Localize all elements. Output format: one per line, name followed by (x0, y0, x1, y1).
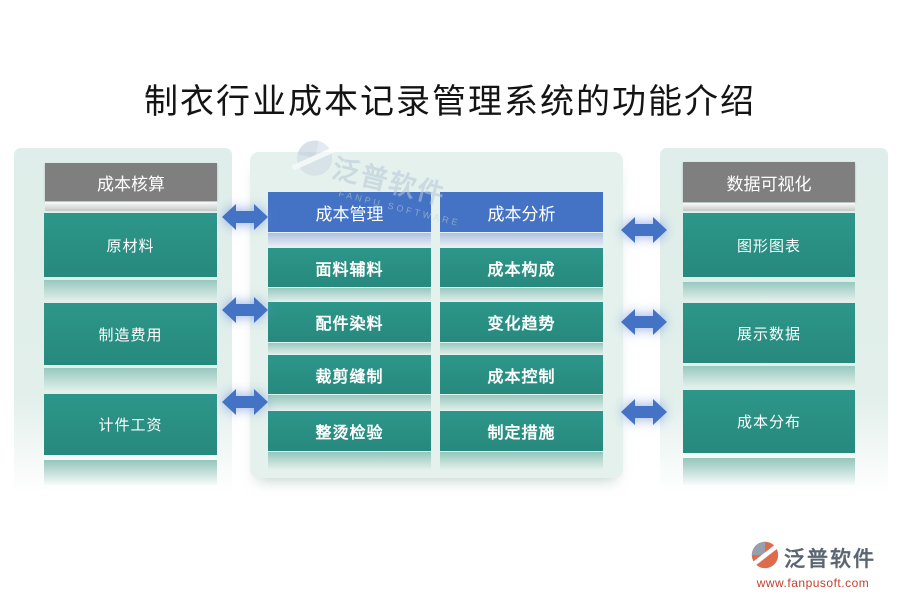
reflection-strip (440, 233, 603, 247)
footer-website: www.fanpusoft.com (756, 576, 870, 590)
reflection-strip (44, 280, 217, 300)
reflection-strip (683, 282, 855, 300)
right-panel-header: 数据可视化 (683, 162, 855, 202)
reflection-strip (440, 395, 603, 410)
cost-management-panel: 成本管理 面料辅料 配件染料 裁剪缝制 整烫检验 成本分析 成本构成 变化趋势 … (250, 152, 623, 478)
reflection-strip (440, 288, 603, 301)
reflection-strip (268, 233, 431, 247)
reflection-strip (683, 366, 855, 386)
left-item-manufacturing-cost: 制造费用 (44, 303, 217, 365)
mid-item-cost-composition: 成本构成 (440, 248, 603, 287)
mid-item-ironing-inspection: 整烫检验 (268, 411, 431, 451)
double-arrow-icon (222, 204, 268, 230)
double-arrow-icon (621, 309, 667, 335)
fanpu-logo-icon (749, 540, 781, 575)
watermark: 泛普软件 FANPU SOFTWARE (287, 134, 472, 228)
left-panel-header: 成本核算 (45, 163, 217, 201)
cost-accounting-panel: 成本核算 原材料 制造费用 计件工资 (14, 148, 232, 493)
page-title: 制衣行业成本记录管理系统的功能介绍 (144, 84, 756, 121)
double-arrow-icon (222, 389, 268, 415)
reflection-strip (268, 452, 431, 470)
reflection-strip (44, 460, 217, 486)
reflection-strip (268, 288, 431, 301)
mid-item-cost-control: 成本控制 (440, 355, 603, 394)
left-item-piecework-wage: 计件工资 (44, 394, 217, 455)
reflection-strip (44, 368, 217, 390)
double-arrow-icon (621, 399, 667, 425)
footer-logo: 泛普软件 www.fanpusoft.com (738, 540, 888, 590)
double-arrow-icon (222, 297, 268, 323)
mid-item-change-trend: 变化趋势 (440, 302, 603, 342)
reflection-strip (683, 203, 855, 211)
right-item-cost-distribution: 成本分布 (683, 390, 855, 453)
fanpu-logo-icon (289, 134, 339, 187)
reflection-strip (268, 395, 431, 410)
data-visualization-panel: 数据可视化 图形图表 展示数据 成本分布 (660, 148, 888, 493)
footer-brand: 泛普软件 (784, 546, 876, 571)
reflection-strip (440, 452, 603, 470)
reflection-strip (45, 202, 217, 211)
right-item-graph-charts: 图形图表 (683, 213, 855, 277)
mid-item-formulate-measures: 制定措施 (440, 411, 603, 451)
mid-item-parts-dyes: 配件染料 (268, 302, 431, 342)
double-arrow-icon (621, 217, 667, 243)
mid-item-fabric-accessories: 面料辅料 (268, 248, 431, 287)
mid-header-cost-analysis: 成本分析 (440, 192, 603, 232)
right-item-display-data: 展示数据 (683, 303, 855, 363)
reflection-strip (683, 458, 855, 486)
reflection-strip (268, 343, 431, 354)
mid-item-cutting-sewing: 裁剪缝制 (268, 355, 431, 394)
mid-header-cost-management: 成本管理 (268, 192, 431, 232)
reflection-strip (440, 343, 603, 354)
left-item-raw-materials: 原材料 (44, 213, 217, 277)
